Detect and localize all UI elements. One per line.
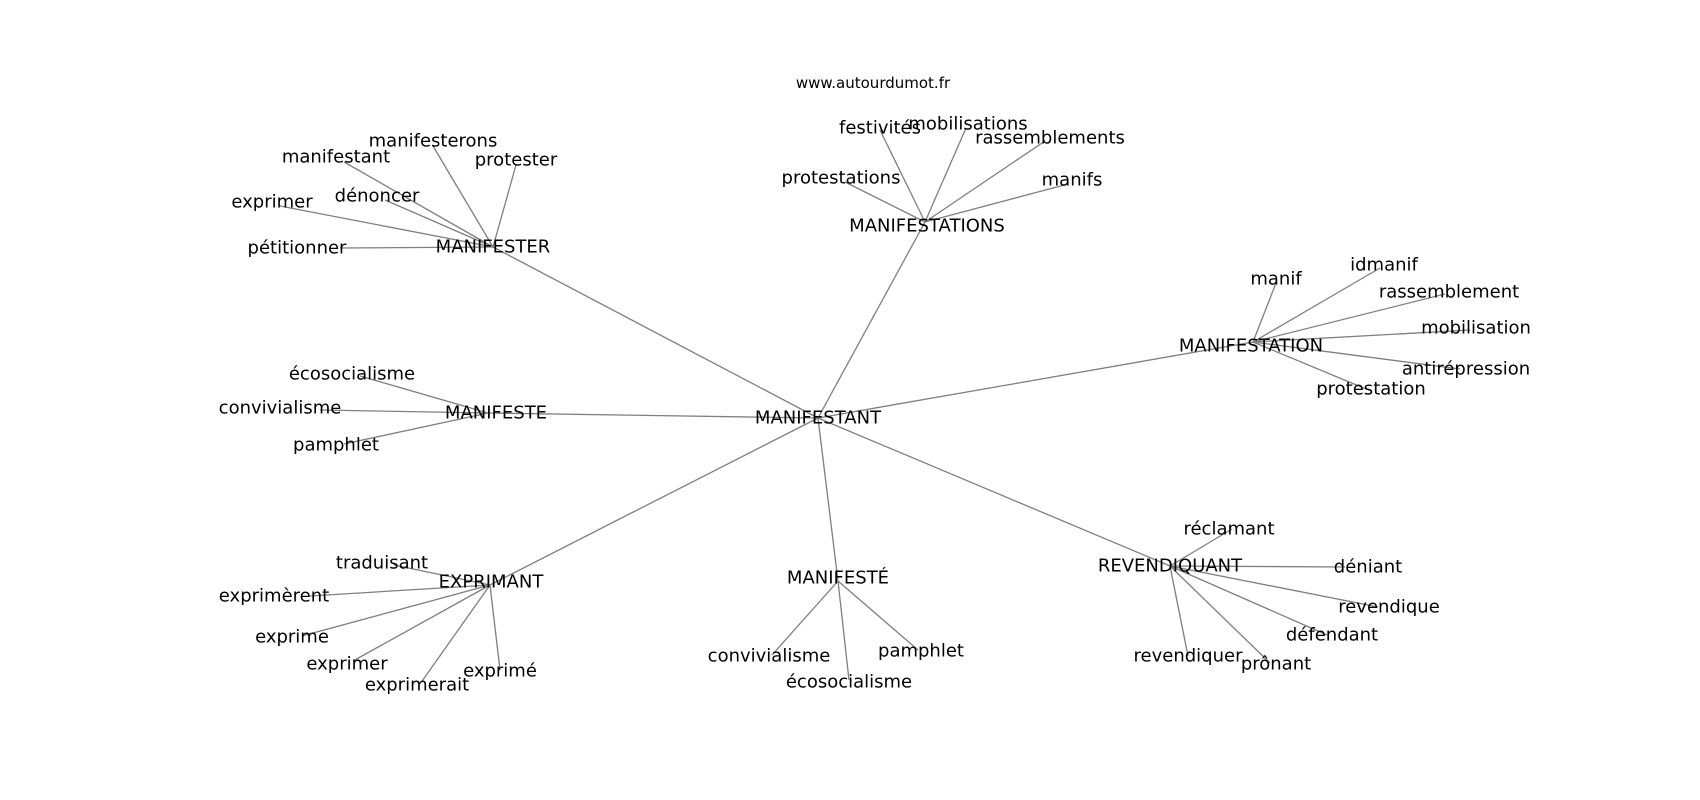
edge-root-manifeste	[487, 412, 819, 419]
hub-node-manifeste: MANIFESTE	[445, 403, 547, 424]
edge-manifester-leaf	[339, 246, 494, 249]
edge-manifestations-leaf	[844, 181, 926, 223]
edge-manifester-leaf	[432, 145, 494, 248]
edge-revendiquant-leaf	[1169, 528, 1233, 567]
edge-manifeste-leaf	[343, 412, 489, 445]
graph-labels: www.autourdumot.fr MANIFESTANTMANIFESTER…	[219, 74, 1531, 696]
edge-manifestation-leaf	[1252, 267, 1381, 343]
edge-manifestation-leaf	[1252, 341, 1367, 390]
leaf-node: exprime	[255, 627, 329, 648]
leaf-node: pétitionner	[248, 238, 348, 259]
leaf-node: pamphlet	[878, 641, 964, 662]
edge-manifeste-participe-leaf	[837, 580, 919, 651]
leaf-node: défendant	[1286, 625, 1378, 646]
leaf-node: revendique	[1338, 597, 1440, 618]
leaf-node: idmanif	[1350, 255, 1418, 276]
leaf-node: réclamant	[1183, 519, 1274, 540]
hub-node-manifester: MANIFESTER	[436, 237, 551, 258]
leaf-node: protestation	[1316, 379, 1426, 400]
leaf-node: mobilisation	[1421, 318, 1531, 339]
edge-manifestation-leaf	[1252, 341, 1461, 370]
leaf-node: protestations	[782, 168, 901, 189]
leaf-node: dénoncer	[335, 186, 420, 207]
edge-manifeste-leaf	[359, 375, 489, 414]
edge-revendiquant-leaf	[1169, 565, 1346, 568]
edge-revendiquant-leaf	[1169, 565, 1189, 657]
edge-manifestations-leaf	[879, 129, 926, 223]
edge-manifeste-participe-leaf	[771, 580, 839, 656]
leaf-node: manifs	[1042, 170, 1103, 191]
edge-exprimant-leaf	[301, 584, 491, 637]
edge-manifestation-leaf	[1252, 282, 1277, 343]
leaf-node: convivialisme	[708, 646, 831, 667]
edge-exprimant-leaf	[419, 584, 491, 685]
leaf-node: protester	[475, 150, 558, 171]
leaf-node: exprimé	[463, 661, 537, 682]
hub-node-manifestation: MANIFESTATION	[1179, 336, 1323, 357]
leaf-node: rassemblement	[1379, 282, 1519, 303]
edge-revendiquant-leaf	[1169, 565, 1379, 608]
leaf-node: écosocialisme	[786, 672, 912, 693]
leaf-node: festivités	[839, 118, 921, 139]
leaf-node: manif	[1250, 269, 1302, 290]
edge-exprimant-leaf	[352, 584, 491, 662]
leaf-node: traduisant	[336, 553, 428, 574]
edge-root-manifeste-participe	[817, 417, 839, 582]
site-watermark: www.autourdumot.fr	[796, 74, 951, 92]
root-node: MANIFESTANT	[755, 408, 882, 429]
edge-root-manifester	[492, 246, 819, 419]
edge-root-revendiquant	[817, 417, 1171, 567]
leaf-node: pamphlet	[293, 435, 379, 456]
leaf-node: exprimerait	[365, 675, 469, 696]
leaf-node: manifesterons	[369, 131, 498, 152]
edge-manifestations-leaf	[924, 140, 1046, 223]
edge-revendiquant-leaf	[1169, 565, 1271, 664]
edge-exprimant-leaf	[393, 564, 491, 586]
hub-node-manifeste-participe: MANIFESTÉ	[787, 567, 889, 589]
leaf-node: antirépression	[1402, 359, 1530, 380]
graph-edges	[279, 127, 1471, 685]
edge-manifestation-leaf	[1252, 293, 1446, 343]
edge-revendiquant-leaf	[1169, 565, 1328, 636]
edge-manifestation-leaf	[1252, 329, 1471, 343]
leaf-node: exprimer	[231, 192, 313, 213]
edge-root-manifestation	[817, 341, 1254, 419]
edge-manifester-leaf	[279, 205, 494, 248]
leaf-node: prônant	[1241, 654, 1311, 675]
edge-root-exprimant	[489, 417, 819, 586]
hub-node-exprimant: EXPRIMANT	[439, 572, 545, 593]
hub-node-revendiquant: REVENDIQUANT	[1098, 556, 1243, 577]
edge-manifeste-leaf	[319, 409, 489, 414]
edge-manifestations-leaf	[924, 183, 1069, 223]
leaf-node: convivialisme	[219, 398, 342, 419]
leaf-node: manifestant	[282, 147, 390, 168]
leaf-node: déniant	[1334, 557, 1402, 578]
edge-manifester-leaf	[492, 164, 517, 248]
leaf-node: écosocialisme	[289, 364, 415, 385]
leaf-node: exprimer	[306, 654, 388, 675]
edge-manifestations-leaf	[924, 127, 967, 223]
edge-manifester-leaf	[343, 161, 494, 248]
hub-node-manifestations: MANIFESTATIONS	[849, 216, 1005, 237]
edge-manifester-leaf	[384, 199, 494, 248]
leaf-node: mobilisations	[908, 114, 1027, 135]
edge-root-manifestations	[817, 221, 926, 419]
leaf-node: rassemblements	[975, 128, 1125, 149]
leaf-node: revendiquer	[1134, 646, 1244, 667]
edge-exprimant-leaf	[309, 584, 491, 597]
edge-manifeste-participe-leaf	[837, 580, 850, 681]
edge-exprimant-leaf	[489, 584, 501, 671]
leaf-node: exprimèrent	[219, 586, 329, 607]
